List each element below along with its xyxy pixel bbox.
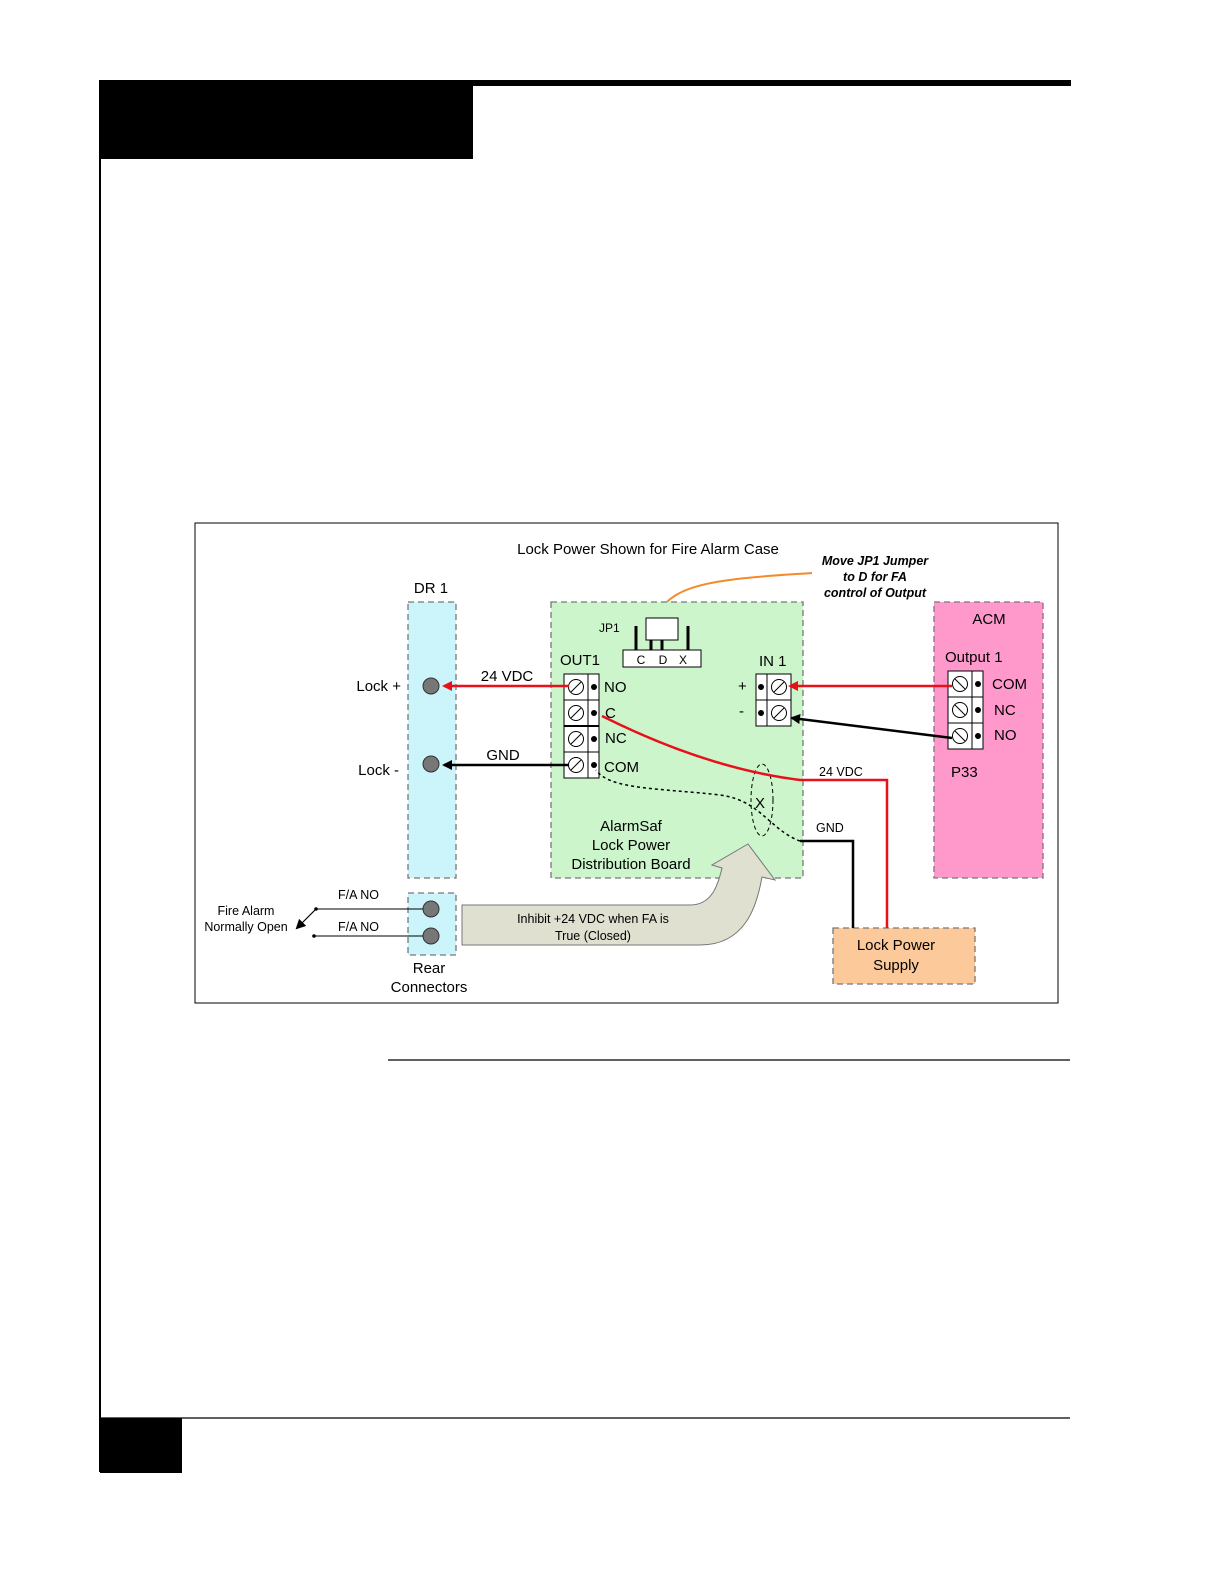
- board-name-line-2: Lock Power: [592, 837, 670, 854]
- fire-alarm-label-line-1: Fire Alarm: [218, 904, 275, 918]
- wire-supply-24vdc: [601, 714, 889, 928]
- fire-alarm-label-line-2: Normally Open: [204, 920, 287, 934]
- acm-term-no: NO: [994, 727, 1017, 744]
- fa-no-label-2: F/A NO: [338, 920, 379, 934]
- out1-block: [563, 673, 600, 779]
- inhibit-label-line-1: Inhibit +24 VDC when FA is: [517, 912, 669, 926]
- board-name: AlarmSaf Lock Power Distribution Board: [571, 818, 690, 873]
- note-line-3: control of Output: [824, 586, 927, 600]
- acm-terminal-block: [947, 670, 984, 750]
- acm-output-label: Output 1: [945, 649, 1003, 666]
- lock-minus-terminal: [422, 755, 440, 773]
- dr1-box: [407, 601, 457, 879]
- acm-term-com: COM: [992, 676, 1027, 693]
- out1-label: OUT1: [560, 652, 600, 669]
- header-black-tab: [100, 86, 473, 159]
- lock-minus-label: Lock -: [358, 762, 399, 779]
- inhibit-arrow: [461, 843, 777, 946]
- rear-fa-terminal-2: [422, 927, 440, 945]
- fa-switch-contact-2: [312, 934, 316, 938]
- fa-switch-arm: [295, 908, 317, 930]
- diagram-title: Lock Power Shown for Fire Alarm Case: [517, 541, 779, 558]
- lock-power-supply-box: [832, 927, 976, 985]
- supply-label-line-1: Lock Power: [857, 937, 935, 954]
- board-name-line-3: Distribution Board: [571, 856, 690, 873]
- note-line-2: to D for FA: [843, 570, 907, 584]
- cut-marker-ellipse: [750, 763, 774, 837]
- out1-term-nc: NC: [605, 730, 627, 747]
- jp1-label: JP1: [599, 621, 620, 635]
- jumper-pin-x-label: X: [679, 653, 687, 667]
- jumper-pin-c-label: C: [637, 653, 646, 667]
- rear-label-line-1: Rear: [413, 960, 446, 977]
- supply-gnd-label: GND: [816, 821, 844, 835]
- rear-label-line-2: Connectors: [391, 979, 468, 996]
- board-name-line-1: AlarmSaf: [600, 818, 663, 835]
- lock-plus-terminal: [422, 677, 440, 695]
- dr1-label: DR 1: [414, 580, 448, 597]
- wire-acm-no-to-in1-minus: [790, 714, 953, 740]
- jumper-note: Move JP1 Jumper to D for FA control of O…: [822, 554, 929, 600]
- supply-24vdc-label: 24 VDC: [819, 765, 863, 779]
- header-top-rule: [100, 80, 1071, 86]
- fa-no-label-1: F/A NO: [338, 888, 379, 902]
- rear-fa-terminal-1: [422, 900, 440, 918]
- inhibit-label-line-2: True (Closed): [555, 929, 631, 943]
- out1-term-com: COM: [604, 759, 639, 776]
- in1-plus-label: +: [738, 678, 747, 695]
- in1-minus-label: -: [739, 703, 744, 720]
- footer-black-tab: [100, 1418, 182, 1473]
- wire-24vdc-label: 24 VDC: [481, 668, 534, 685]
- acm-term-nc: NC: [994, 702, 1016, 719]
- out1-term-c: C: [605, 705, 616, 722]
- in1-label: IN 1: [759, 653, 787, 670]
- out1-term-no: NO: [604, 679, 627, 696]
- left-margin-rule: [99, 80, 101, 1472]
- jumper-cap: [645, 617, 679, 641]
- in1-block: [755, 673, 792, 727]
- note-line-1: Move JP1 Jumper: [822, 554, 929, 568]
- acm-connector-label: P33: [951, 764, 978, 781]
- supply-label-line-2: Supply: [873, 957, 919, 974]
- jumper-pin-d-label: D: [659, 653, 668, 667]
- cut-marker-x: X: [755, 795, 765, 812]
- acm-label: ACM: [972, 611, 1005, 628]
- lock-plus-label: Lock +: [356, 678, 401, 695]
- wire-supply-gnd: [800, 839, 855, 928]
- wire-gnd-label: GND: [486, 747, 520, 764]
